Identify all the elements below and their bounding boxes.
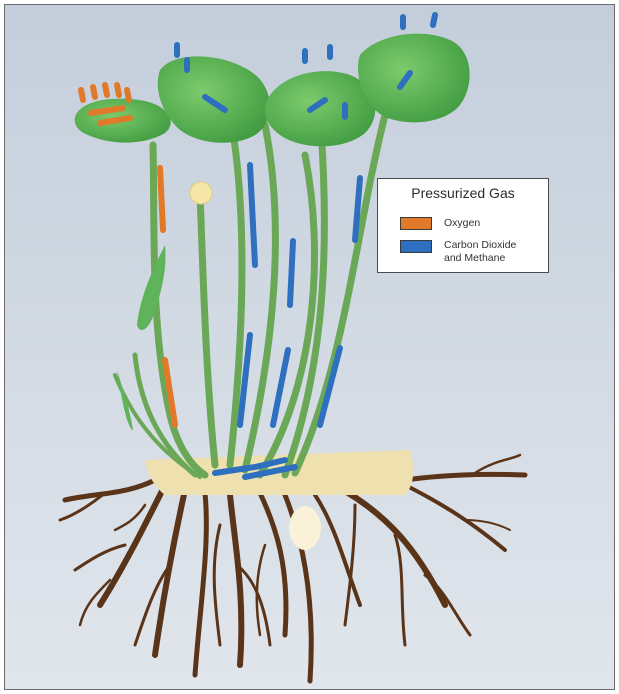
oxygen-label: Oxygen (444, 217, 480, 230)
co2-methane-label-line1: Carbon Dioxide (444, 239, 516, 252)
large-leaf-3 (358, 34, 470, 123)
rhizome-bud (289, 506, 321, 550)
oxygen-swatch (400, 217, 432, 230)
co2-methane-label-line2: and Methane (444, 252, 505, 265)
legend: Pressurized Gas Oxygen Carbon Dioxide an… (377, 178, 549, 273)
flower-bud (190, 182, 212, 204)
water-lily-gas-flow-diagram (5, 5, 615, 690)
co2-methane-swatch (400, 240, 432, 253)
diagram-frame: Pressurized Gas Oxygen Carbon Dioxide an… (4, 4, 615, 690)
legend-title: Pressurized Gas (378, 185, 548, 201)
